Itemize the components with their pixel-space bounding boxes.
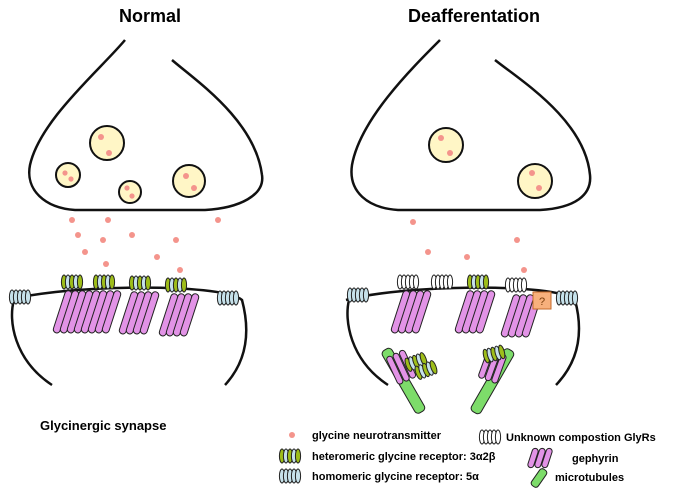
legend-unknown-label: Unknown compostion GlyRs — [506, 432, 656, 444]
homomeric-glycine-receptor — [216, 290, 240, 306]
heteromeric-glycine-receptor — [60, 274, 84, 290]
postsynaptic-membrane — [10, 299, 53, 387]
internalized-receptor-complex — [381, 347, 439, 414]
heteromeric-glycine-receptor — [164, 277, 188, 293]
legend-gephyrin-swatch — [527, 447, 553, 469]
vesicle — [89, 125, 125, 161]
deafferentation-panel-title: Deafferentation — [408, 6, 540, 26]
normal-panel-title: Normal — [119, 6, 181, 26]
homomeric-glycine-receptor — [346, 287, 370, 303]
legend-microtubule-swatch — [530, 468, 548, 488]
figure-caption: Glycinergic synapse — [40, 418, 166, 433]
heteromeric-glycine-receptor — [466, 274, 490, 290]
vesicle — [517, 163, 553, 199]
internalized-receptor-complex — [470, 343, 515, 415]
gephyrin-cluster — [157, 292, 201, 338]
normal-panel — [8, 39, 264, 387]
legend-gephyrin-label: gephyrin — [572, 453, 619, 465]
legend-microtubules-label: microtubules — [555, 472, 624, 484]
postsynaptic-membrane — [346, 299, 389, 387]
deafferentation-panel: ? — [345, 39, 592, 415]
vesicle — [55, 162, 81, 188]
gephyrin-cluster — [389, 289, 433, 335]
presynaptic-terminal — [27, 39, 264, 212]
gephyrin-cluster — [453, 289, 497, 335]
unknown-mechanism-marker: ? — [532, 291, 552, 310]
unknown-mechanism-label: ? — [539, 296, 545, 308]
unknown-composition-receptor — [504, 277, 528, 293]
gephyrin-cluster — [117, 290, 161, 336]
glycine-neurotransmitter-cluster — [69, 217, 221, 273]
legend-transmitter-swatch — [289, 432, 295, 438]
legend: glycine neurotransmitter heteromeric gly… — [278, 429, 656, 488]
unknown-composition-receptor — [430, 274, 454, 290]
legend-heteromeric-label: heteromeric glycine receptor: 3α2β — [312, 451, 496, 463]
legend-homomeric-label: homomeric glycine receptor: 5α — [312, 471, 479, 483]
heteromeric-glycine-receptor — [128, 275, 152, 291]
vesicle — [118, 180, 142, 204]
legend-homomeric-swatch — [278, 468, 302, 484]
legend-neurotransmitter-label: glycine neurotransmitter — [312, 430, 442, 442]
presynaptic-terminal — [350, 39, 592, 212]
vesicle — [172, 164, 206, 198]
unknown-composition-receptor — [396, 274, 420, 290]
homomeric-glycine-receptor — [8, 289, 32, 305]
heteromeric-glycine-receptor — [92, 274, 116, 290]
glycine-neurotransmitter-cluster — [410, 219, 527, 273]
legend-unknown-swatch — [478, 429, 502, 445]
vesicle — [428, 127, 464, 163]
homomeric-glycine-receptor — [555, 290, 579, 306]
legend-heteromeric-swatch — [278, 448, 302, 464]
